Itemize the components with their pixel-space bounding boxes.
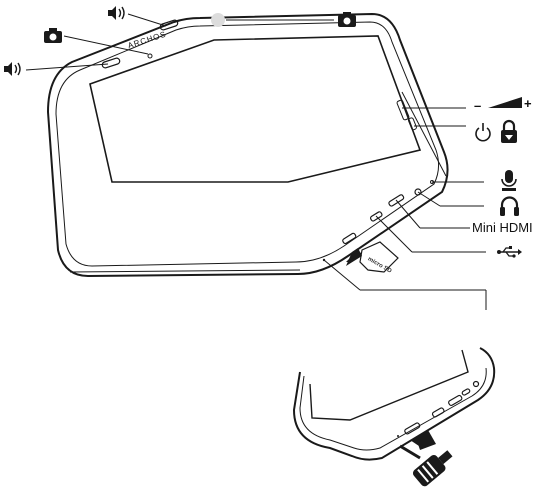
speaker-icon [108, 6, 124, 20]
front-camera-lens [148, 54, 152, 58]
insert-arrow-head [346, 248, 362, 266]
closeup-port-hdmi [448, 395, 463, 406]
closeup-inner-bezel [300, 368, 486, 450]
cable-plug [411, 446, 456, 488]
lock-icon [501, 121, 517, 143]
usb-icon [497, 246, 522, 258]
tablet-bottom-edge [70, 270, 300, 272]
closeup-reset-hole [397, 435, 399, 437]
speaker-icon [4, 62, 20, 76]
tablet-outer-shell [48, 14, 448, 276]
cable-wire [400, 446, 420, 458]
volume-plus-label: + [524, 97, 532, 111]
volume-ramp-icon [488, 97, 522, 108]
closeup-outer-shell [294, 348, 494, 460]
tablet-closeup [294, 348, 494, 460]
leader-headphones [418, 192, 440, 206]
closeup-headphone-jack [474, 382, 479, 387]
leader-reset [324, 260, 360, 290]
microphone-icon [502, 170, 516, 191]
rear-camera-dot [211, 13, 225, 27]
leader-mini-hdmi [396, 200, 420, 228]
micro-sd-card: micro SD [360, 242, 398, 275]
closeup-port-usb [432, 407, 445, 417]
camera-icon [44, 28, 62, 43]
headphones-icon [500, 198, 519, 217]
speaker-grille-left [102, 57, 121, 68]
closeup-screen [310, 350, 468, 420]
tablet-back-edge [402, 92, 446, 176]
tablet-screen [90, 36, 420, 182]
leader-speaker-top [128, 14, 166, 26]
volume-minus-label: – [474, 99, 481, 113]
closeup-port-extra [462, 388, 471, 395]
tablet [48, 14, 448, 276]
power-icon [476, 123, 490, 141]
mini-hdmi-label: Mini HDMI [472, 221, 533, 235]
